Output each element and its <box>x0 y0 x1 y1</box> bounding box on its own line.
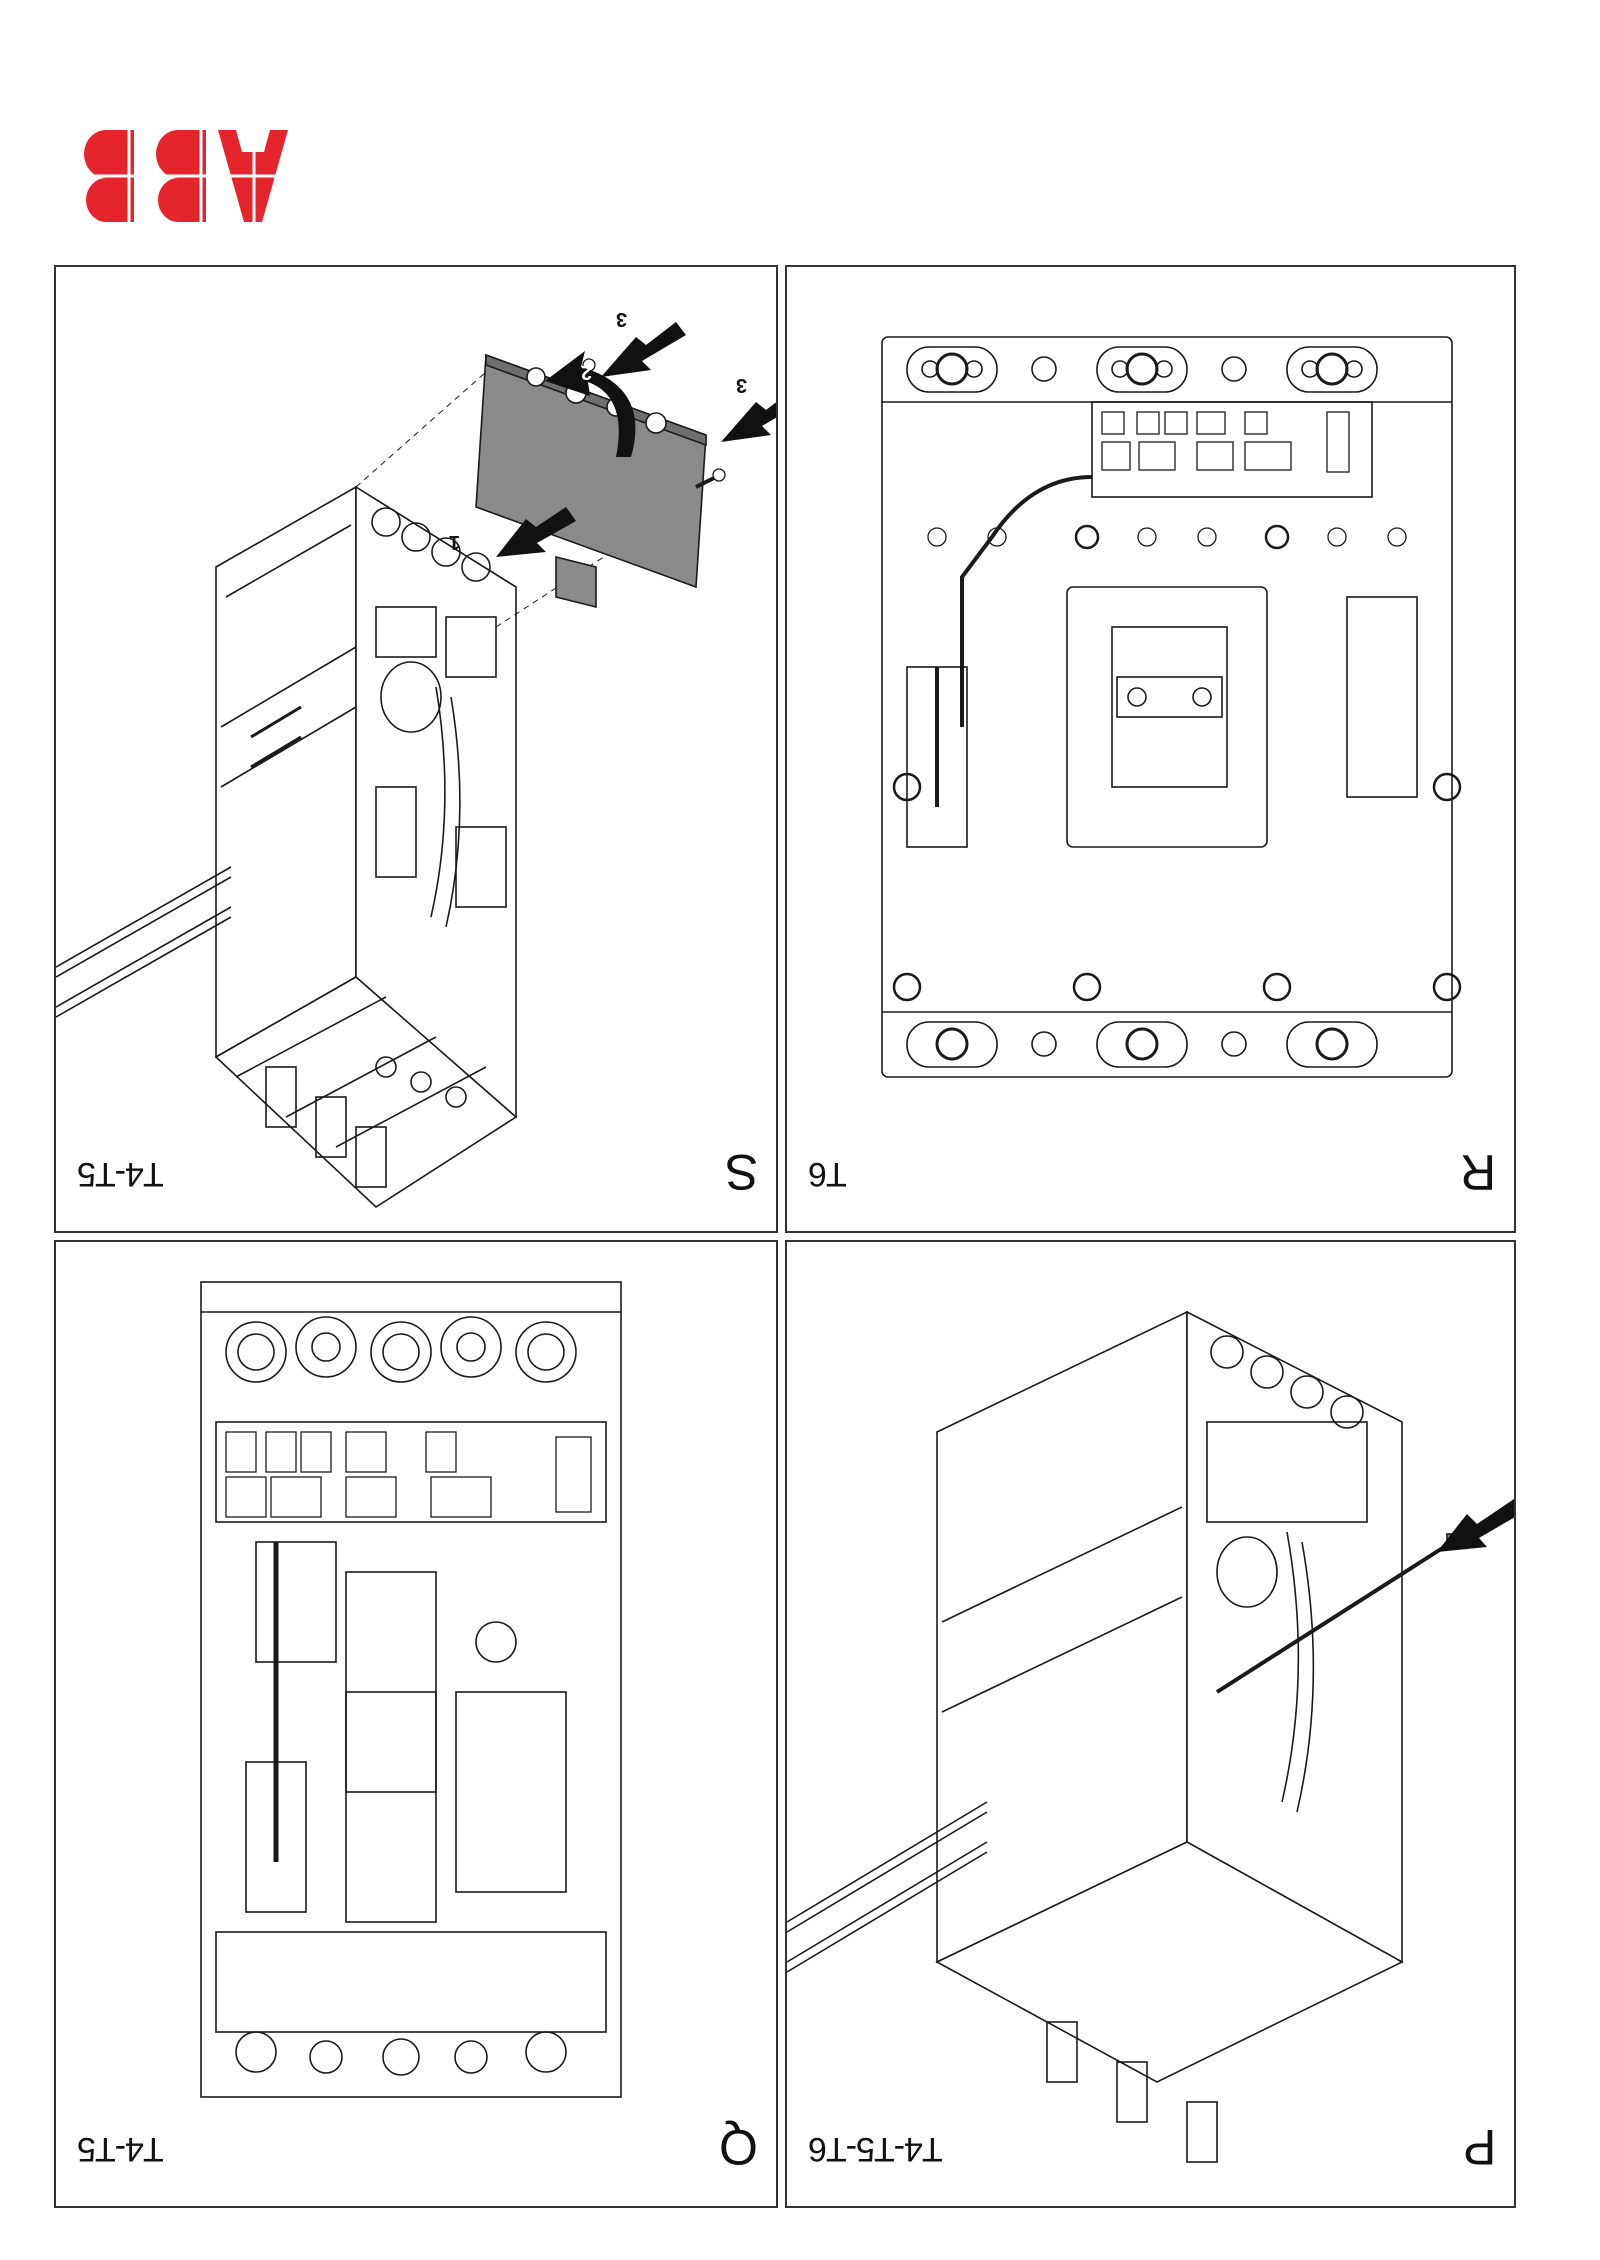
panel-letter: R <box>1459 1144 1496 1200</box>
panel-s: 1 2 3 3 S T4-T5 <box>54 265 778 1233</box>
panel-model: T6 <box>809 1155 847 1193</box>
panel-letter: S <box>724 1144 758 1200</box>
panel-model: T4-T5 <box>78 2130 164 2168</box>
abb-logo <box>54 128 294 224</box>
panel-model: T4-T5 <box>78 1155 164 1193</box>
panel-letter: P <box>1462 2119 1496 2175</box>
figure-cable-insertion <box>787 1310 1514 2163</box>
figure-front-view-t6 <box>881 336 1462 1078</box>
panel-q: Q T4-T5 <box>54 1240 778 2208</box>
panel-p: P T4-T5-T6 <box>785 1240 1516 2208</box>
step-number: 3 <box>736 374 748 396</box>
step-number: 2 <box>581 361 593 383</box>
figure-front-view-terminal-block <box>200 1281 622 2098</box>
panel-model: T4-T5-T6 <box>809 2130 943 2168</box>
panel-r: R T6 <box>785 265 1516 1233</box>
step-number: 1 <box>449 531 461 553</box>
step-number: 3 <box>616 308 628 330</box>
figure-cover-removal <box>56 322 776 1209</box>
panel-letter: Q <box>719 2119 758 2175</box>
